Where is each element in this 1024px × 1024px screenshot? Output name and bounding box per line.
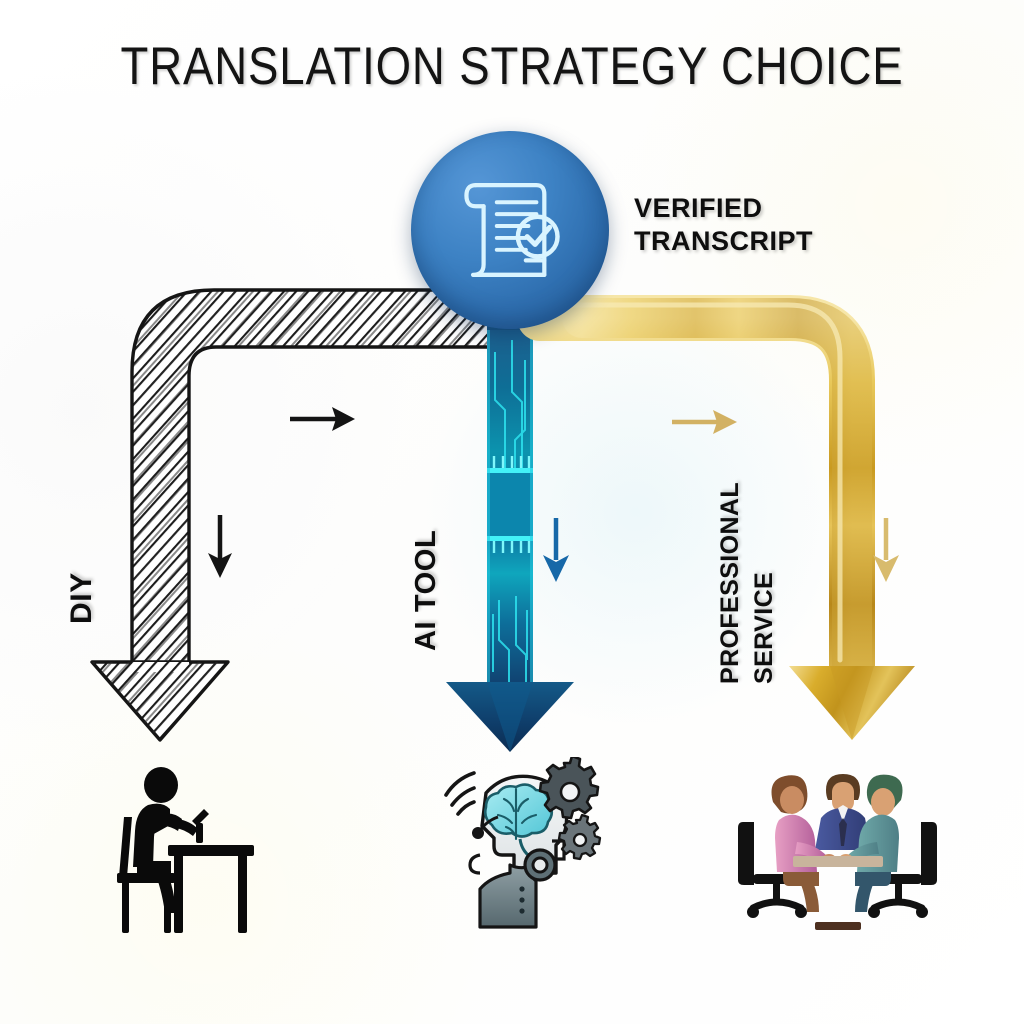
verified-transcript-scroll-icon [464, 183, 560, 277]
professional-direction-arrow-down [873, 518, 899, 582]
verified-transcript-hub[interactable] [411, 131, 609, 329]
branch-path-ai-tool [446, 290, 574, 752]
diy-direction-arrow-right [290, 407, 355, 431]
professional-direction-arrow-right [672, 410, 737, 434]
outcome-icon-diy[interactable] [104, 757, 284, 937]
hub-label-line2: TRANSCRIPT [634, 225, 813, 256]
outcome-icon-professional-service[interactable] [735, 760, 940, 935]
branch-path-professional-service [517, 295, 915, 740]
page-title: TRANSLATION STRATEGY CHOICE [120, 37, 904, 96]
hub-label-line1: VERIFIED [634, 193, 763, 223]
hub-label: VERIFIED TRANSCRIPT [634, 192, 813, 258]
person-writing-at-desk-icon [117, 767, 254, 933]
branch-label-professional-line2: SERVICE [750, 571, 778, 684]
three-people-meeting-table-icon [738, 774, 937, 930]
ai-robot-head-brain-icon [444, 757, 602, 929]
diy-direction-arrow-down [208, 515, 232, 578]
ai-direction-arrow-down [543, 518, 569, 582]
branch-label-ai-tool: AI TOOL [410, 529, 442, 651]
branch-label-diy: DIY [65, 572, 98, 624]
outcome-icon-ai-tool[interactable] [424, 757, 604, 937]
branch-label-professional-line1: PROFESSIONAL [716, 481, 744, 684]
branch-path-diy [90, 288, 492, 742]
